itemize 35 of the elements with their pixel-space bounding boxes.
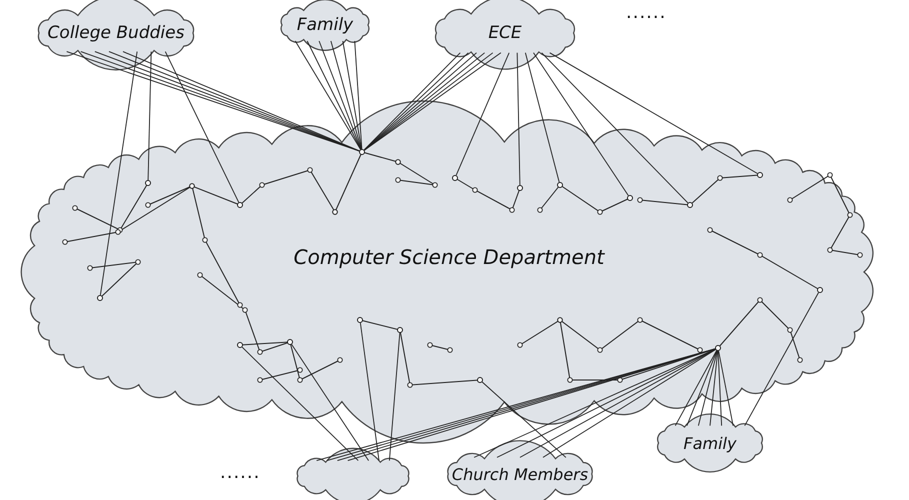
connector-line [718, 350, 722, 426]
connector-line [549, 52, 758, 174]
connector-line [291, 344, 370, 462]
connector-line [164, 51, 240, 203]
connector-line [482, 382, 566, 458]
cloud-label: Church Members [452, 464, 588, 484]
connector-line [533, 52, 629, 196]
connector-line [306, 40, 362, 150]
connector-line [744, 292, 819, 426]
connector-line [541, 52, 688, 204]
connector-line [686, 350, 718, 426]
connector-line [456, 52, 510, 176]
connector-line [674, 350, 718, 426]
cloud-label: Family [296, 15, 354, 35]
connector-line [710, 350, 718, 426]
connector-line [698, 350, 718, 426]
connector-line [718, 350, 734, 426]
connector-line [360, 322, 380, 462]
connector-line [342, 40, 362, 150]
connector-line [148, 51, 152, 180]
connector-line [516, 52, 520, 186]
cloud-label: ECE [488, 23, 522, 43]
cloud-label: Computer Science Department [294, 245, 604, 269]
connector-line [330, 40, 362, 150]
connector-line [524, 52, 560, 183]
cloud-label: Family [684, 434, 736, 452]
cloud-label: College Buddies [48, 23, 184, 43]
connector-line [388, 332, 400, 462]
connector-line [354, 40, 362, 150]
connector-line [294, 40, 361, 150]
connector-line [318, 40, 362, 150]
ellipsis-label: ...... [626, 2, 666, 23]
ellipsis-label: ...... [220, 462, 260, 483]
connector-line [100, 51, 138, 296]
connector-line [242, 346, 359, 462]
